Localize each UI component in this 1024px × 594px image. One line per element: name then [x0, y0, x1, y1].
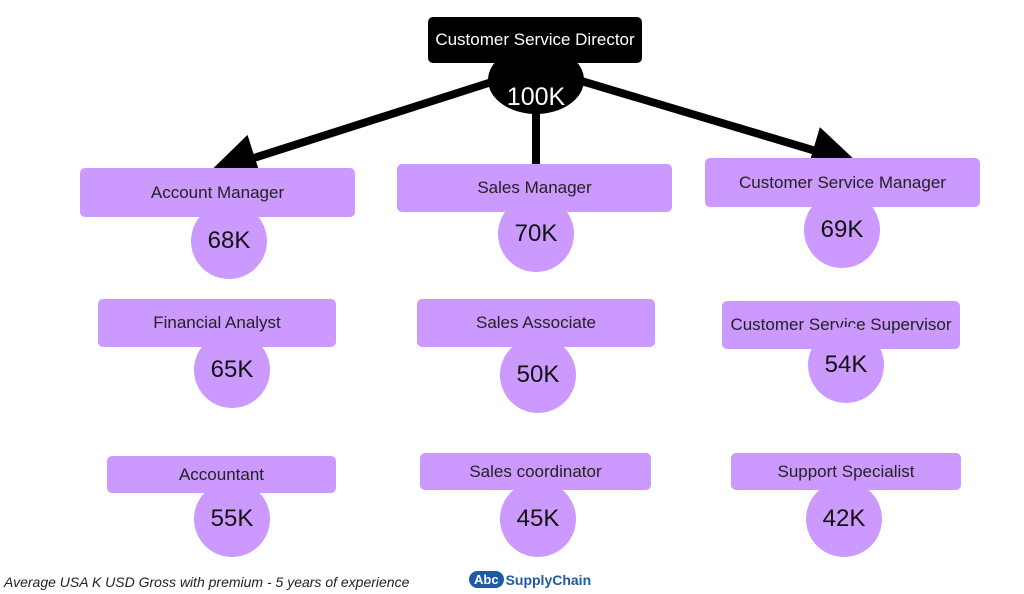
salary-circle-sales-coordinator: 45K [500, 481, 576, 557]
salary-circle-support-specialist: 42K [806, 481, 882, 557]
salary-circle-sales-associate: 50K [500, 337, 576, 413]
director-salary-circle: 100K [488, 46, 584, 114]
salary-circle-accountant: 55K [194, 481, 270, 557]
salary-circle-financial-analyst: 65K [194, 332, 270, 408]
logo-text: SupplyChain [505, 571, 592, 588]
salary-circle-customer-service-manager: 69K [804, 192, 880, 268]
salary-circle-account-manager: 68K [191, 203, 267, 279]
supplychain-logo: Abc SupplyChain [469, 571, 591, 588]
logo-badge: Abc [469, 571, 504, 588]
arrow-to-customer-service-manager [576, 76, 859, 174]
role-label-sales-manager: Sales Manager [397, 164, 672, 212]
arrow-to-account-manager [209, 76, 500, 181]
footer-note: Average USA K USD Gross with premium - 5… [4, 574, 410, 590]
role-label-sales-associate: Sales Associate [417, 299, 655, 347]
salary-circle-customer-service-supervisor: 54K [808, 327, 884, 403]
director-label: Customer Service Director [428, 17, 642, 63]
salary-circle-sales-manager: 70K [498, 196, 574, 272]
